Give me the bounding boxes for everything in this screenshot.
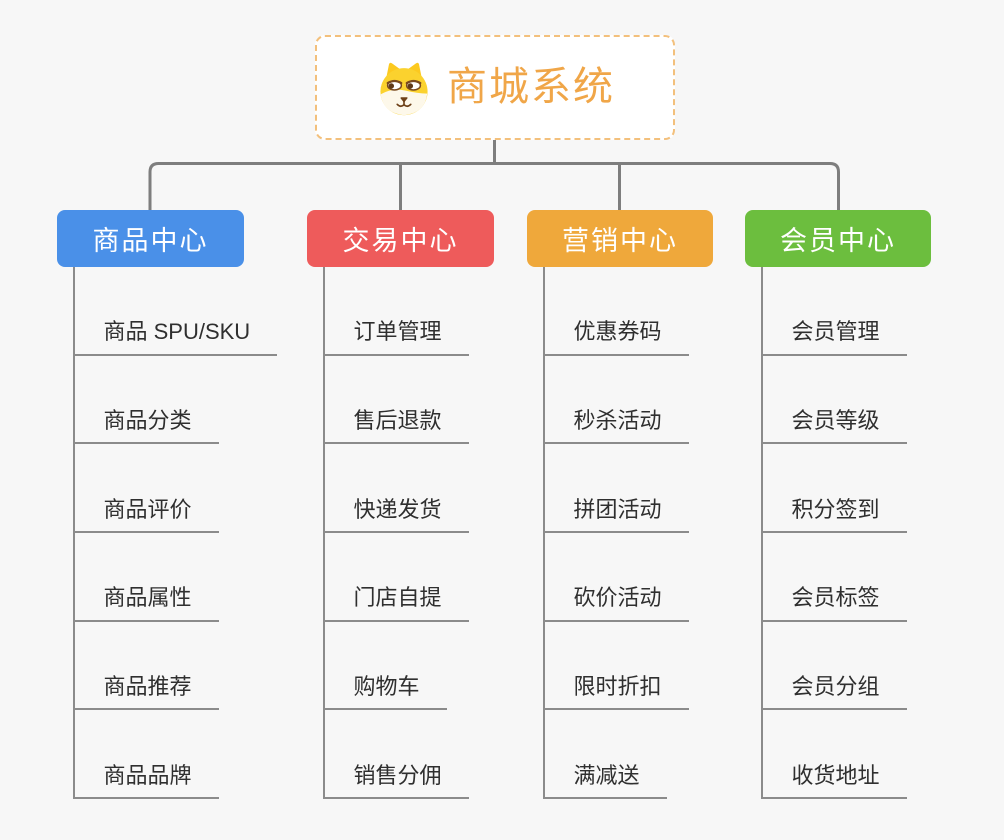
child-node: 快递发货: [322, 444, 555, 534]
child-node-label[interactable]: 拼团活动: [542, 497, 689, 534]
child-node-label[interactable]: 砍价活动: [542, 585, 689, 622]
child-node: 购物车: [322, 622, 555, 711]
child-node-label[interactable]: 会员标签: [760, 585, 907, 622]
branch-rail-line: [148, 162, 840, 210]
child-node: 满减送: [542, 710, 775, 800]
child-node-label[interactable]: 会员等级: [760, 408, 907, 445]
child-node: 积分签到: [760, 444, 993, 534]
child-node-label[interactable]: 商品分类: [72, 408, 219, 445]
child-node-label[interactable]: 购物车: [322, 674, 447, 711]
child-node: 会员等级: [760, 356, 993, 445]
child-node-label[interactable]: 售后退款: [322, 408, 469, 445]
branch-children-trade: 订单管理 售后退款 快递发货 门店自提 购物车 销售分佣: [322, 267, 555, 800]
child-node: 商品属性: [72, 533, 305, 622]
child-node: 收货地址: [760, 710, 993, 800]
child-node-label[interactable]: 销售分佣: [322, 763, 469, 800]
child-node: 会员管理: [760, 267, 993, 356]
child-node-label[interactable]: 商品 SPU/SKU: [72, 319, 278, 356]
child-node: 商品品牌: [72, 710, 305, 800]
child-node-label[interactable]: 积分签到: [760, 497, 907, 534]
child-node-label[interactable]: 商品推荐: [72, 674, 219, 711]
child-node-label[interactable]: 商品品牌: [72, 763, 219, 800]
child-node: 拼团活动: [542, 444, 775, 534]
child-node-label[interactable]: 收货地址: [760, 763, 907, 800]
child-node: 订单管理: [322, 267, 555, 356]
child-node: 会员标签: [760, 533, 993, 622]
child-node: 售后退款: [322, 356, 555, 445]
child-node: 优惠券码: [542, 267, 775, 356]
root-title: 商城系统: [447, 64, 615, 109]
branch-children-product: 商品 SPU/SKU 商品分类 商品评价 商品属性 商品推荐 商品品牌: [72, 267, 305, 800]
child-node: 秒杀活动: [542, 356, 775, 445]
child-node-label[interactable]: 满减送: [542, 763, 667, 800]
child-node-label[interactable]: 限时折扣: [542, 674, 689, 711]
child-node: 商品评价: [72, 444, 305, 534]
branch-children-member: 会员管理 会员等级 积分签到 会员标签 会员分组 收货地址: [760, 267, 993, 800]
child-node: 会员分组: [760, 622, 993, 711]
branch-children-marketing: 优惠券码 秒杀活动 拼团活动 砍价活动 限时折扣 满减送: [542, 267, 775, 800]
child-node-label[interactable]: 快递发货: [322, 497, 469, 534]
child-node-label[interactable]: 会员管理: [760, 319, 907, 356]
child-node-label[interactable]: 优惠券码: [542, 319, 689, 356]
child-node: 商品 SPU/SKU: [72, 267, 305, 356]
branch-node-trade-center[interactable]: 交易中心: [307, 210, 494, 267]
child-node: 销售分佣: [322, 710, 555, 800]
shiba-dog-icon: [380, 62, 428, 115]
child-node: 砍价活动: [542, 533, 775, 622]
child-node: 商品推荐: [72, 622, 305, 711]
child-node-label[interactable]: 订单管理: [322, 319, 469, 356]
branch-node-member-center[interactable]: 会员中心: [745, 210, 931, 267]
child-node: 门店自提: [322, 533, 555, 622]
root-node[interactable]: 商城系统: [315, 35, 675, 140]
child-node-label[interactable]: 商品属性: [72, 585, 219, 622]
child-node-label[interactable]: 会员分组: [760, 674, 907, 711]
branch-node-product-center[interactable]: 商品中心: [57, 210, 244, 267]
child-node: 限时折扣: [542, 622, 775, 711]
child-node-label[interactable]: 秒杀活动: [542, 408, 689, 445]
child-node: 商品分类: [72, 356, 305, 445]
branch-node-marketing-center[interactable]: 营销中心: [527, 210, 713, 267]
child-node-label[interactable]: 门店自提: [322, 585, 469, 622]
child-node-label[interactable]: 商品评价: [72, 497, 219, 534]
